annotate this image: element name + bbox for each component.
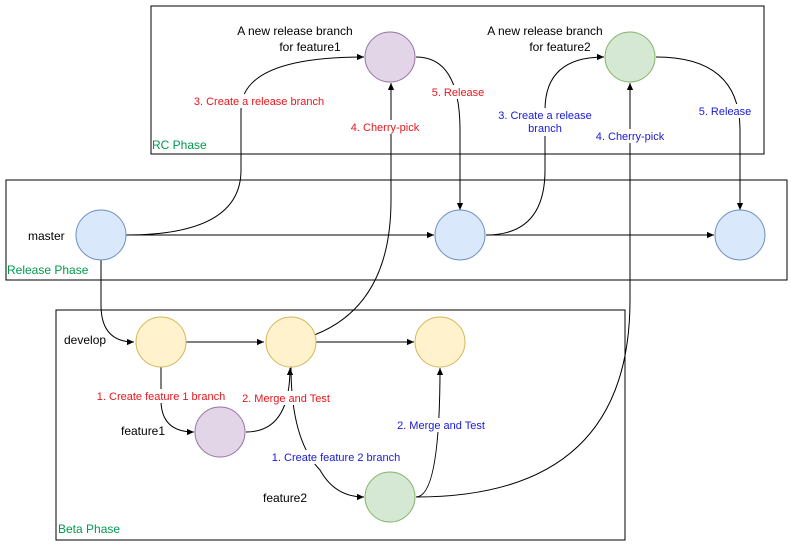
develop-node-2 [265, 316, 317, 368]
beta-phase-label: Beta Phase [58, 522, 120, 536]
f1-step3-label: 3. Create a release branch [194, 96, 324, 108]
f2-step1-label: 1. Create feature 2 branch [272, 452, 400, 464]
f2-step5-label: 5. Release [699, 106, 752, 118]
f2-step3-label-line2: branch [528, 123, 562, 135]
develop-node-3 [414, 316, 466, 368]
feature2-merge-edge [415, 367, 444, 498]
create-release-branch1-edge [125, 53, 365, 236]
release1-to-master-edge [415, 56, 464, 210]
feature1-label: feature1 [121, 424, 165, 438]
develop-to-feature2-edge [290, 366, 365, 501]
f2-step4-label: 4. Cherry-pick [596, 131, 665, 143]
rc-phase-box [150, 5, 765, 155]
f1-step1-label: 1. Create feature 1 branch [97, 391, 225, 403]
master-node-3 [714, 209, 766, 261]
feature1-merge-edge [245, 367, 294, 433]
f2-step2-label: 2. Merge and Test [397, 420, 485, 432]
release2-to-master-edge [655, 56, 744, 210]
release-branch2-node [604, 31, 656, 83]
beta-phase-box [55, 309, 626, 541]
release-phase-label: Release Phase [7, 263, 89, 277]
develop-label: develop [64, 333, 106, 347]
cherry-pick1-edge [290, 83, 395, 343]
release-branch2-title-line2: for feature2 [529, 40, 591, 54]
release-branch1-title-line1: A new release branch [237, 24, 352, 38]
f1-step2-label: 2. Merge and Test [242, 393, 330, 405]
release-branch1-title-line2: for feature1 [279, 40, 341, 54]
create-release-branch2-edge [485, 53, 605, 236]
develop-node-1 [135, 316, 187, 368]
rc-phase-label: RC Phase [152, 138, 207, 152]
master-to-develop-edge [100, 260, 135, 346]
release-branch1-node [364, 31, 416, 83]
f1-step5-label: 5. Release [432, 87, 485, 99]
f2-step3-label-line1: 3. Create a release [498, 110, 592, 122]
cherry-pick2-edge [415, 83, 634, 498]
feature2-node [364, 471, 416, 523]
feature1-node [194, 406, 246, 458]
master-node-1 [75, 209, 127, 261]
f1-step4-label: 4. Cherry-pick [351, 122, 420, 134]
feature2-label: feature2 [263, 491, 307, 505]
master-label: master [28, 229, 65, 243]
master-node-2 [434, 209, 486, 261]
release-branch2-title-line1: A new release branch [487, 24, 602, 38]
release-phase-box [5, 179, 788, 281]
